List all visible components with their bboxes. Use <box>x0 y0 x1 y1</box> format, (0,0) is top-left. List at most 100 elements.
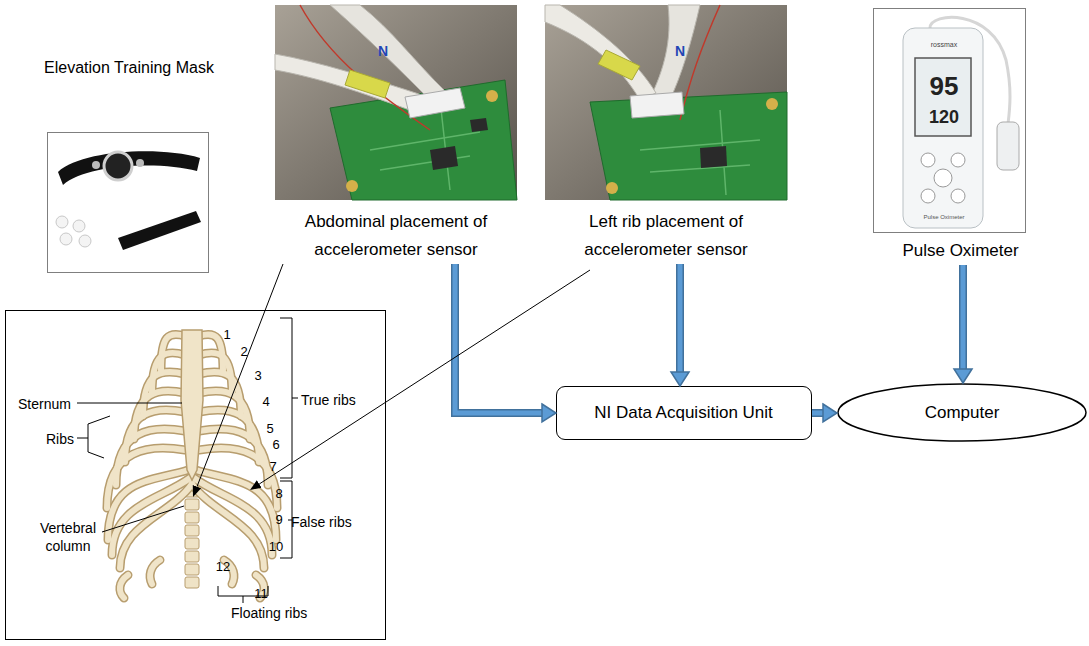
training-mask-illustration <box>56 151 201 250</box>
mask-cap <box>79 235 91 247</box>
callout-number: 2 <box>234 344 254 360</box>
mounting-hole <box>486 90 498 102</box>
mask-port <box>136 159 144 167</box>
part-name: Vertebral column <box>28 519 108 555</box>
ribbon-cable <box>545 5 656 100</box>
callout-number: 7 <box>263 459 283 475</box>
device-label: Pulse Oximeter <box>909 214 979 221</box>
callout-number: 5 <box>260 421 280 437</box>
arrow-shaft <box>961 265 966 369</box>
sensor-photo <box>545 5 787 200</box>
ribbon-mark: N <box>670 43 690 60</box>
mask-cap <box>73 220 85 232</box>
board-chip <box>700 146 727 168</box>
vertebra <box>185 551 199 562</box>
finger-clip <box>997 122 1019 170</box>
flow-arrow <box>455 264 542 413</box>
callout-number: 8 <box>269 486 289 502</box>
flow-arrow <box>680 264 681 372</box>
board-chip <box>470 118 488 132</box>
mask-photo-box: Elevation Training Mask <box>47 132 209 273</box>
callout-number: 3 <box>248 368 268 384</box>
circuit-board <box>590 92 787 200</box>
brand-name: rossmax <box>919 41 969 49</box>
oximeter-button <box>951 189 965 203</box>
callout-number: 11 <box>249 586 273 602</box>
oximeter-button <box>951 153 965 167</box>
part-name: Floating ribs <box>231 605 341 622</box>
arrow-shaft <box>678 264 683 372</box>
arrow-shaft <box>812 411 823 416</box>
ribbon-mark: N <box>373 43 393 60</box>
part-name: Ribs <box>46 431 86 448</box>
terminal-ellipse: Computer <box>837 383 1087 442</box>
photo-caption: Abdominal placement of accelerometer sen… <box>275 208 517 264</box>
mask-port <box>92 161 100 169</box>
board-chip <box>430 146 458 170</box>
process-box: NI Data Acquisition Unit <box>556 386 812 440</box>
box-heading: Elevation Training Mask <box>38 54 220 82</box>
arrow-outline <box>959 265 967 369</box>
mounting-hole <box>346 180 358 192</box>
part-name: Sternum <box>18 396 88 413</box>
callout-number: 12 <box>211 559 235 575</box>
pointer-line <box>102 506 184 532</box>
mounting-hole <box>606 182 618 194</box>
mask-cap <box>60 233 72 245</box>
rib-cage-illustration <box>77 318 298 603</box>
flow-arrow <box>812 413 823 414</box>
rib-bone <box>107 334 192 598</box>
sternum-bone <box>181 330 203 480</box>
mask-strap <box>118 211 201 250</box>
photo-background <box>545 5 787 200</box>
vertebra <box>185 577 199 588</box>
heat-shrink-sleeve <box>598 50 640 80</box>
terminal-label: Computer <box>837 383 1087 442</box>
arrow-outline <box>812 409 823 417</box>
vertebra <box>185 512 199 523</box>
sensor-photo-box: Left rib placement of accelerometer sens… <box>545 5 787 200</box>
callout-number: 9 <box>269 512 289 528</box>
sensor-photo <box>275 5 517 200</box>
leader-line <box>197 264 283 487</box>
callout-number: 10 <box>264 539 288 555</box>
mask-valve <box>104 152 132 180</box>
mask-cap <box>56 216 68 228</box>
arrow-outline <box>676 264 684 372</box>
pointer-line <box>77 416 110 458</box>
rib-outline <box>107 334 192 598</box>
vertebra <box>185 499 199 510</box>
heat-shrink-sleeve <box>345 70 390 98</box>
oximeter-button <box>934 169 952 187</box>
process-label: NI Data Acquisition Unit <box>557 387 810 439</box>
oximeter-photo-box: Pulse Oximeterrossmax95120Pulse Oximeter <box>873 8 1026 233</box>
vertebra <box>185 564 199 575</box>
oximeter-screen <box>915 58 971 136</box>
ribbon-cable <box>650 5 700 104</box>
flow-arrow <box>963 265 964 369</box>
oximeter-button <box>921 153 935 167</box>
oximeter-button <box>921 189 935 203</box>
spo2-reading: 95 <box>919 71 969 101</box>
rib-cage-box: 123Sternum4True ribs5Ribs678Vertebral co… <box>5 310 386 640</box>
part-name: False ribs <box>291 514 381 531</box>
rib-outline <box>192 334 277 598</box>
pointer-line <box>77 403 182 404</box>
arrow-outline <box>455 264 542 413</box>
sensor-photo-box: Abdominal placement of accelerometer sen… <box>275 5 517 200</box>
vertebra <box>185 525 199 536</box>
photo-caption: Pulse Oximeter <box>874 237 1047 265</box>
wire <box>680 5 720 120</box>
mask-strap <box>58 151 200 185</box>
circuit-board <box>330 80 517 200</box>
ellipse-shape <box>838 384 1086 441</box>
board-trace <box>640 110 760 195</box>
photo-caption: Left rib placement of accelerometer sens… <box>545 208 787 264</box>
callout-number: 4 <box>256 394 276 410</box>
mounting-hole <box>766 98 778 110</box>
cable-connector <box>630 92 684 118</box>
leader-line <box>259 270 590 484</box>
